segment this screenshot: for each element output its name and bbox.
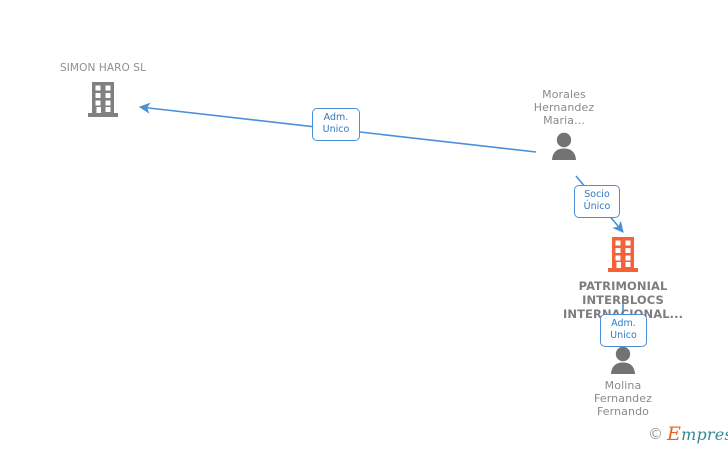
- edge-label-socio-unico[interactable]: Socio Único: [574, 185, 620, 218]
- watermark-brand: Empresia: [667, 423, 728, 445]
- node-person-morales-hernandez[interactable]: Morales Hernandez Maria...: [518, 88, 610, 160]
- edge-label-adm-unico-patrimonial[interactable]: Adm. Unico: [600, 314, 647, 347]
- person-icon: [552, 132, 576, 160]
- node-company-simon-haro[interactable]: SIMON HARO SL: [48, 62, 158, 119]
- building-icon-wrap: [48, 81, 158, 119]
- watermark-brand-initial: E: [667, 423, 682, 445]
- watermark-empresia: © Empresia: [648, 423, 728, 445]
- node-person-molina-fernandez[interactable]: Molina Fernandez Fernando: [577, 346, 669, 418]
- node-company-patrimonial-interblocs[interactable]: PATRIMONIAL INTERBLOCS INTERNACIONAL...: [563, 236, 683, 321]
- person-icon-wrap: [518, 132, 610, 160]
- edge-label-adm-unico-simon-haro[interactable]: Adm. Unico: [312, 108, 360, 141]
- node-label-person-morales-hernandez: Morales Hernandez Maria...: [533, 88, 595, 127]
- person-icon: [611, 346, 635, 374]
- copyright-icon: ©: [648, 425, 663, 443]
- node-label-company-simon-haro: SIMON HARO SL: [59, 62, 147, 74]
- person-icon-wrap: [577, 346, 669, 374]
- watermark-brand-rest: mpresia: [681, 425, 728, 444]
- node-label-person-molina-fernandez: Molina Fernandez Fernando: [594, 379, 652, 418]
- building-icon: [608, 237, 638, 272]
- building-icon-wrap-focus: [563, 236, 683, 274]
- building-icon: [88, 82, 118, 117]
